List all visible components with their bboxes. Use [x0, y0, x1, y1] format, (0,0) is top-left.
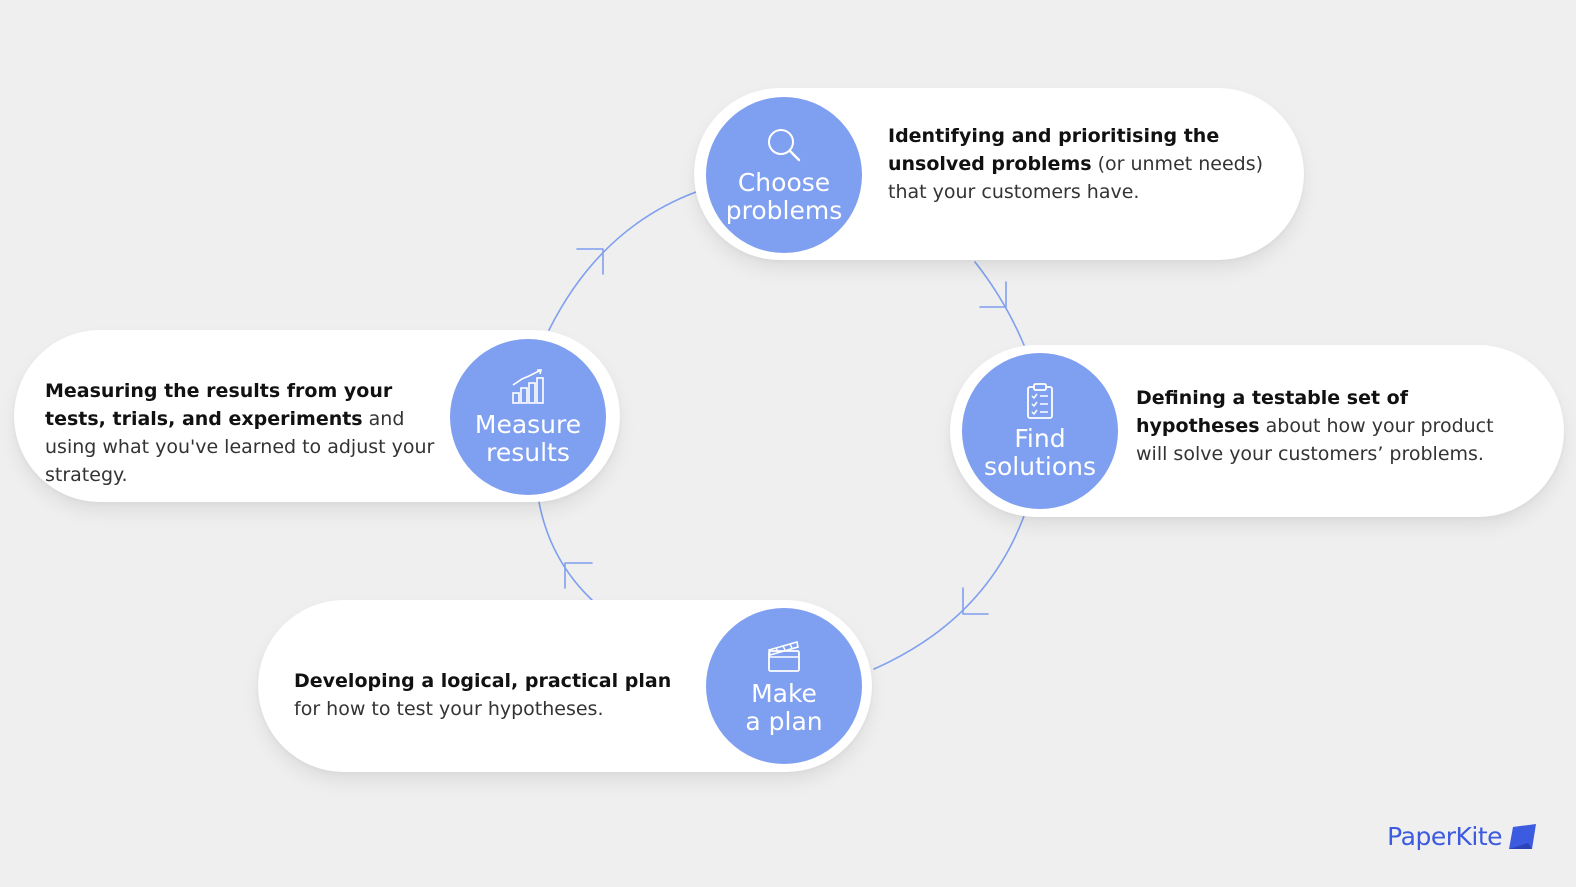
step-label: Make a plan	[745, 679, 823, 736]
bar-chart-growth-icon	[512, 369, 544, 404]
step-description-bold: Measuring the results from your tests, t…	[45, 380, 393, 430]
arrowhead-find-to-plan	[962, 587, 989, 615]
connector-measure-to-choose	[548, 191, 697, 331]
step-circle-choose-problems: Choose problems	[706, 97, 862, 253]
brand-name: PaperKite	[1387, 822, 1502, 851]
arrowhead-plan-to-measure	[564, 562, 593, 589]
step-description-text: and using what you've learned to adjust …	[45, 408, 435, 486]
step-circle-find-solutions: Find solutions	[962, 353, 1118, 509]
clipboard-checklist-icon	[1027, 383, 1053, 419]
magnifier-icon	[768, 129, 801, 162]
step-description-bold: Identifying and prioritising the unsolve…	[888, 125, 1220, 175]
step-circle-make-a-plan: Make a plan	[706, 608, 862, 764]
step-description-make-a-plan: Developing a logical, practical plan for…	[294, 667, 684, 723]
step-description-bold: Developing a logical, practical plan	[294, 670, 672, 692]
connector-find-to-plan	[873, 515, 1025, 670]
connector-choose-to-find	[974, 261, 1025, 346]
step-description-text: about how your product will solve your c…	[1136, 415, 1494, 465]
step-description-text: (or unmet needs) that your customers hav…	[888, 153, 1264, 203]
step-description-choose-problems: Identifying and prioritising the unsolve…	[888, 122, 1268, 206]
step-circle-measure-results: Measure results	[450, 339, 606, 495]
step-label: Measure results	[474, 410, 582, 467]
arrowhead-choose-to-find	[979, 281, 1007, 308]
paperkite-logo: PaperKite	[1387, 822, 1538, 851]
step-description-find-solutions: Defining a testable set of hypotheses ab…	[1136, 384, 1526, 468]
step-label: Find solutions	[983, 424, 1097, 481]
step-description-text: for how to test your hypotheses.	[294, 698, 604, 720]
step-description-bold: Defining a testable set of hypotheses	[1136, 387, 1408, 437]
step-label: Choose problems	[725, 168, 843, 225]
clapperboard-icon	[768, 640, 800, 672]
connector-plan-to-measure	[538, 501, 593, 601]
paper-kite-icon	[1509, 823, 1536, 849]
arrowhead-measure-to-choose	[576, 248, 604, 275]
step-description-measure-results: Measuring the results from your tests, t…	[45, 377, 437, 489]
